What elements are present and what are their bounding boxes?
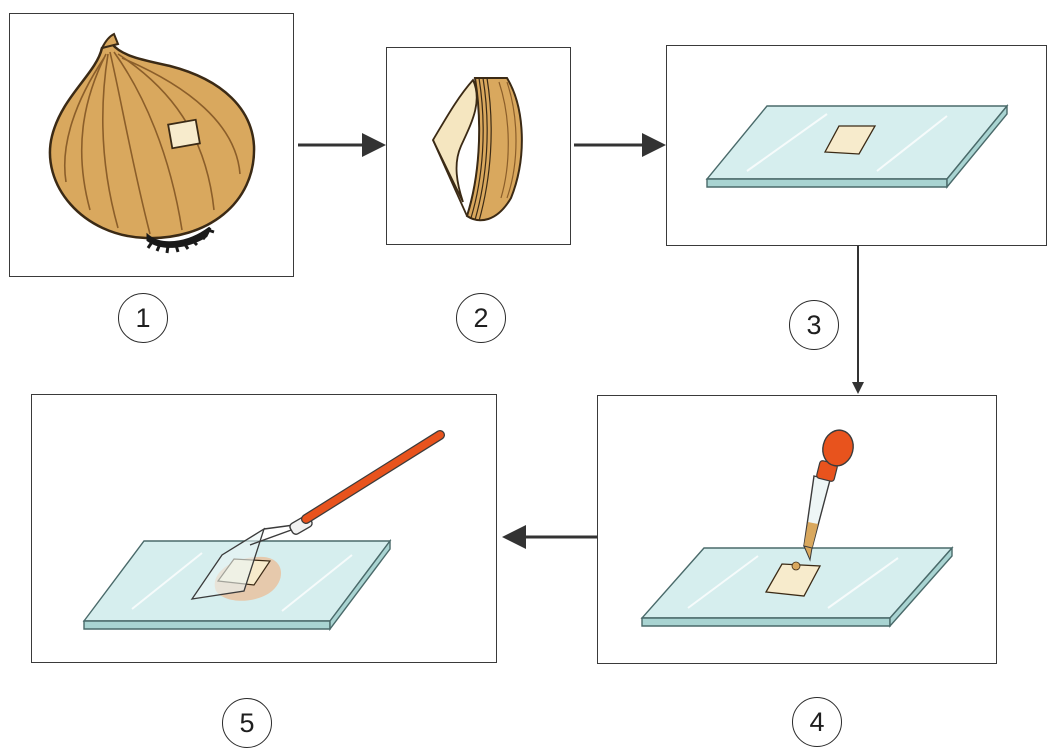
arrow-3-to-4 <box>852 246 864 394</box>
arrow-1-to-2 <box>298 133 386 157</box>
drop <box>791 561 801 571</box>
panel-step-4 <box>597 395 997 664</box>
panel-step-5 <box>31 394 497 663</box>
arrow-2-to-3 <box>574 133 666 157</box>
onion-scale <box>431 77 523 222</box>
step-number-2: 2 <box>456 293 506 343</box>
panel-step-1 <box>9 13 294 277</box>
dropper <box>791 429 854 571</box>
step-number-3: 3 <box>789 300 839 350</box>
panel-step-3 <box>666 45 1047 246</box>
step-number-5: 5 <box>222 698 272 748</box>
onion-roots <box>146 226 215 254</box>
epidermis-piece <box>764 563 822 597</box>
panel-step-2 <box>386 47 571 245</box>
dropper-illustration <box>640 429 954 628</box>
arrow-4-to-5 <box>502 525 597 549</box>
step-number-4: 4 <box>792 697 842 747</box>
onion-bulb <box>48 32 256 240</box>
forceps <box>249 430 445 546</box>
epidermis-piece <box>823 125 877 155</box>
step-number-1: 1 <box>118 293 168 343</box>
slide-with-tissue-illustration <box>705 104 1009 189</box>
cover-slip-illustration <box>82 430 445 632</box>
onion-scale-illustration <box>431 77 523 222</box>
onion-illustration <box>48 32 256 254</box>
